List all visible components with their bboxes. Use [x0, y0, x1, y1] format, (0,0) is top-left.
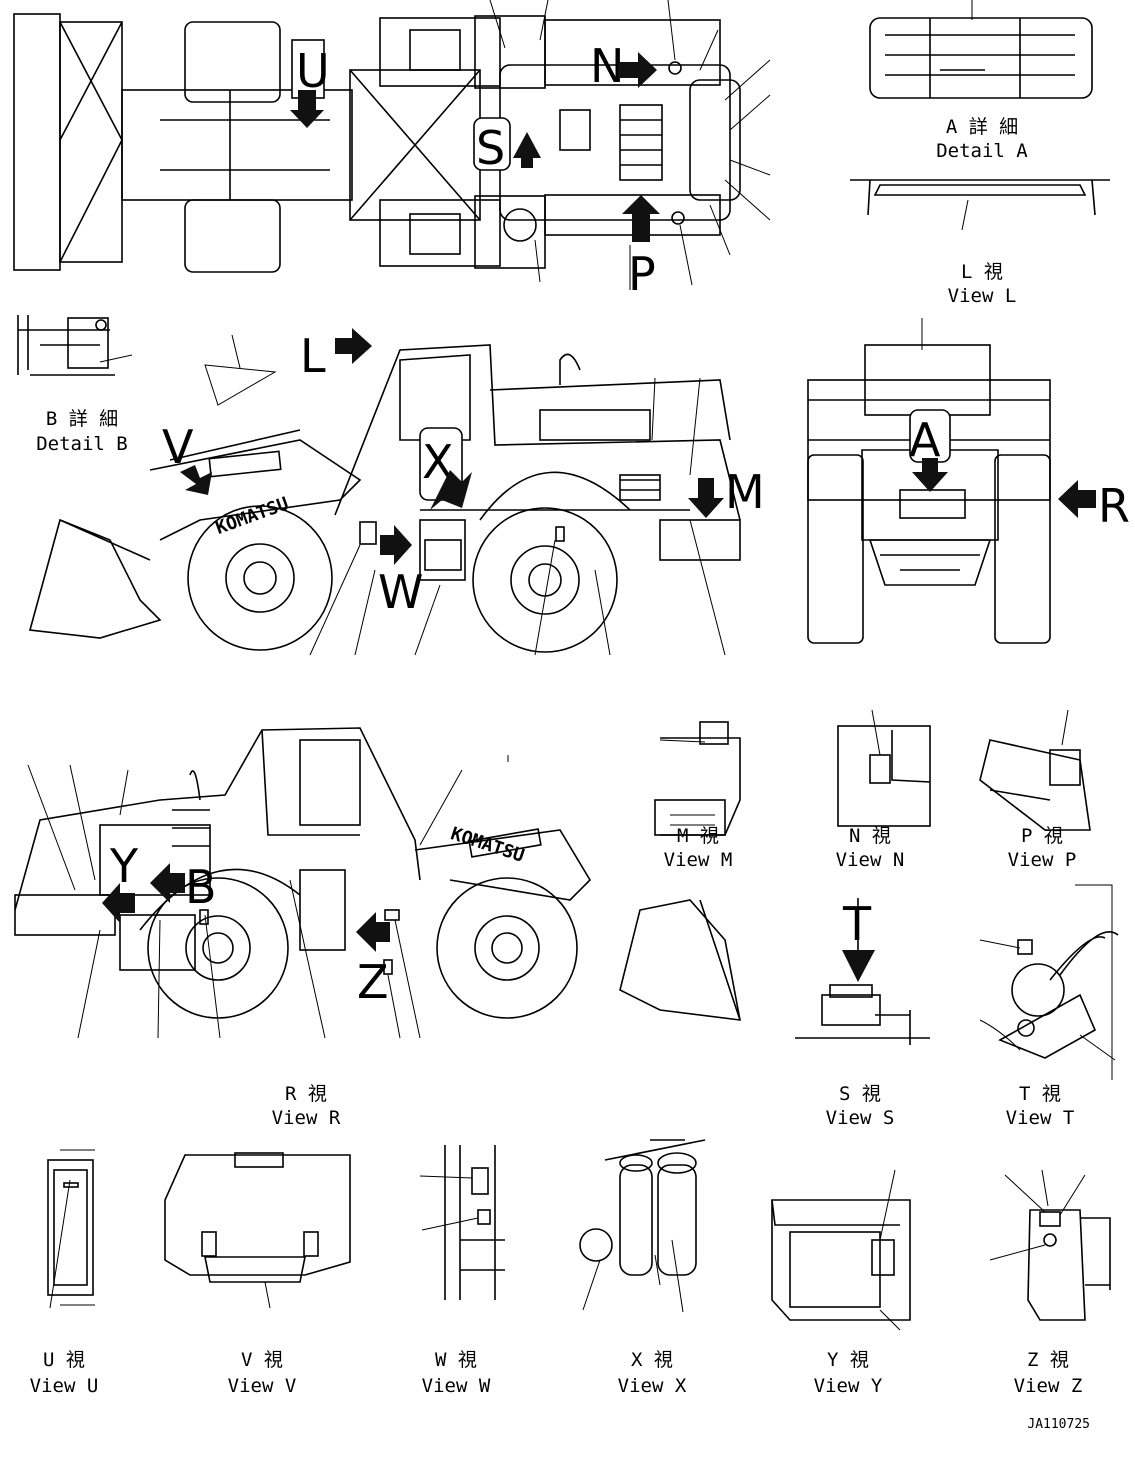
- caption-view-y: Y 視 View Y: [814, 1349, 883, 1397]
- caption-view-x: X 視 View X: [618, 1349, 687, 1397]
- svg-text:Detail A: Detail A: [936, 140, 1028, 162]
- arrow-w-icon: [380, 525, 412, 565]
- arrow-x-icon: [430, 470, 472, 510]
- caption-view-l: L 視 View L: [948, 261, 1017, 307]
- view-z-drawing: [989, 1169, 1111, 1321]
- svg-text:X 視: X 視: [631, 1349, 673, 1371]
- caption-view-s: S 視 View S: [826, 1083, 895, 1129]
- callout-r: R: [1098, 479, 1130, 533]
- front-view: A R: [807, 318, 1130, 644]
- view-s-drawing: T: [795, 897, 930, 1045]
- callout-p: P: [628, 247, 656, 301]
- svg-text:View L: View L: [948, 285, 1017, 307]
- caption-view-u: U 視 View U: [30, 1349, 99, 1397]
- arrow-p-icon: [622, 195, 660, 242]
- caption-view-w: W 視 View W: [422, 1349, 491, 1397]
- komatsu-logo-right: KOMATSU: [448, 823, 527, 866]
- caption-view-m: M 視 View M: [664, 825, 733, 871]
- caption-view-v: V 視 View V: [228, 1349, 297, 1397]
- svg-text:View W: View W: [422, 1375, 491, 1397]
- arrow-a-icon: [912, 458, 948, 492]
- callout-l: L: [300, 329, 326, 383]
- top-view: U N S P: [13, 0, 771, 301]
- callout-b: B: [185, 860, 217, 914]
- view-y-drawing: [771, 1169, 911, 1331]
- svg-text:B 詳 細: B 詳 細: [46, 408, 118, 430]
- view-w-drawing: [419, 1145, 505, 1300]
- callout-m: M: [725, 465, 765, 519]
- svg-text:View R: View R: [272, 1107, 341, 1129]
- arrow-y-icon: [102, 883, 135, 923]
- caption-view-r: R 視 View R: [272, 1083, 341, 1129]
- arrow-b-icon: [150, 863, 185, 903]
- svg-text:U 視: U 視: [43, 1349, 85, 1371]
- view-x-drawing: [579, 1139, 706, 1313]
- svg-text:Y 視: Y 視: [827, 1349, 869, 1371]
- arrow-n-icon: [618, 52, 657, 88]
- svg-text:View X: View X: [618, 1375, 687, 1397]
- svg-text:View U: View U: [30, 1375, 99, 1397]
- svg-text:M 視: M 視: [677, 825, 719, 847]
- svg-text:View T: View T: [1006, 1107, 1075, 1129]
- left-side-view: KOMATSU L V X M W: [28, 328, 765, 656]
- arrow-m-icon: [688, 478, 724, 518]
- svg-text:S 視: S 視: [839, 1083, 881, 1105]
- arrow-z-icon: [356, 912, 390, 952]
- arrow-t-icon: [842, 950, 875, 982]
- right-side-view: KOMATSU Y B Z: [14, 727, 741, 1039]
- callout-z: Z: [357, 955, 389, 1009]
- callout-v: V: [162, 420, 194, 474]
- view-p-drawing: [979, 709, 1091, 831]
- arrow-v-icon: [180, 465, 212, 495]
- callout-t: T: [842, 897, 872, 951]
- view-n-drawing: [837, 709, 931, 827]
- caption-detail-b: B 詳 細 Detail B: [36, 408, 128, 455]
- svg-text:L 視: L 視: [961, 261, 1003, 283]
- svg-text:View Y: View Y: [814, 1375, 883, 1397]
- caption-view-z: Z 視 View Z: [1014, 1349, 1083, 1397]
- svg-text:View S: View S: [826, 1107, 895, 1129]
- view-l-drawing: [850, 179, 1110, 231]
- caption-detail-a: A 詳 細 Detail A: [936, 116, 1028, 162]
- svg-text:View Z: View Z: [1014, 1375, 1083, 1397]
- view-t-drawing: [979, 884, 1119, 1080]
- svg-text:N 視: N 視: [849, 825, 891, 847]
- detail-b-drawing: [17, 315, 133, 376]
- svg-text:Detail B: Detail B: [36, 433, 128, 455]
- svg-text:View P: View P: [1008, 849, 1077, 871]
- svg-text:Z 視: Z 視: [1027, 1349, 1069, 1371]
- drawing-reference-number: JA110725: [1027, 1417, 1090, 1432]
- callout-s: S: [476, 121, 505, 175]
- arrow-l-icon: [335, 328, 372, 364]
- svg-text:View N: View N: [836, 849, 905, 871]
- caption-view-n: N 視 View N: [836, 825, 905, 871]
- svg-text:W 視: W 視: [435, 1349, 477, 1371]
- caption-view-p: P 視 View P: [1008, 825, 1077, 871]
- detail-a-drawing: [869, 0, 1093, 99]
- view-v-drawing: [164, 1152, 351, 1309]
- svg-text:A 詳 細: A 詳 細: [946, 116, 1018, 138]
- komatsu-logo-left: KOMATSU: [213, 493, 291, 539]
- svg-text:T 視: T 視: [1019, 1083, 1061, 1105]
- arrow-s-icon: [513, 132, 541, 168]
- arrow-u-icon: [290, 90, 324, 128]
- arrow-r-icon: [1058, 480, 1096, 518]
- svg-text:View V: View V: [228, 1375, 297, 1397]
- view-u-drawing: [47, 1149, 95, 1309]
- callout-y: Y: [109, 839, 139, 893]
- svg-text:R 視: R 視: [285, 1083, 327, 1105]
- caption-view-t: T 視 View T: [1006, 1083, 1075, 1129]
- callout-u: U: [296, 44, 330, 98]
- callout-w: W: [378, 565, 423, 619]
- svg-text:View M: View M: [664, 849, 733, 871]
- svg-text:V 視: V 視: [241, 1349, 283, 1371]
- view-m-drawing: [654, 721, 741, 836]
- svg-text:P 視: P 視: [1021, 825, 1063, 847]
